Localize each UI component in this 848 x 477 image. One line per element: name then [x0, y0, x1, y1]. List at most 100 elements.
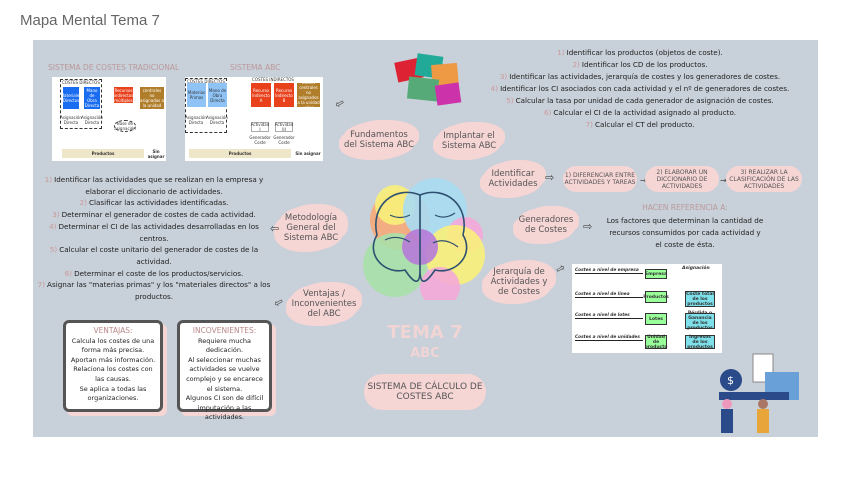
disadvantages-heading: INCOVENIENTES: — [192, 326, 257, 335]
level-label: Costes a nivel de línea — [575, 292, 643, 298]
topic-subtitle: ABC — [410, 346, 440, 361]
cloud-generadores[interactable]: Generadores de Costes — [517, 208, 575, 242]
label: Asignación Directa — [206, 115, 228, 125]
accountant-illustration: $ — [719, 353, 799, 433]
products-bar: Productos — [189, 149, 291, 158]
label: Asignación Directa — [81, 115, 103, 125]
box: Ingresos de los productos — [685, 335, 715, 350]
traditional-diagram: COSTES DIRECTOS Materiales Directos Mano… — [52, 77, 166, 161]
step-item: 3)Determinar el generador de costes de c… — [34, 209, 274, 221]
label: Asignación Directa — [60, 115, 82, 125]
abc-diagram: COSTES DIRECTOS COSTES INDIRECTOS Materi… — [185, 77, 323, 161]
step-text: Determinar el CI de las actividades desa… — [58, 221, 259, 243]
box: Coste total de los productos — [685, 291, 715, 307]
box: Recursos indirectos múltiples — [113, 87, 134, 103]
direct-costs-group: COSTES DIRECTOS — [60, 79, 102, 129]
step-number: 2) — [572, 60, 580, 69]
box: Materias Primas — [187, 83, 206, 107]
box: Mano de Obra Directa — [208, 83, 227, 107]
step-item: 1)Identificar los productos (objetos de … — [470, 47, 810, 59]
disadvantages-card: INCOVENIENTES: Requiere mucha dedicación… — [177, 320, 272, 421]
box: Costes centrales no asignados a la unida… — [297, 80, 320, 110]
arrow-icon: ⇨ — [583, 220, 593, 233]
cloud-fundamentos[interactable]: Fundamentos del Sistema ABC — [343, 122, 415, 158]
cloud-identificar-actividades[interactable]: Identificar Actividades — [484, 162, 542, 196]
disadvantage-item: Al seleccionar muchas actividades se vue… — [186, 355, 263, 393]
step-text: Determinar el coste de los productos/ser… — [74, 268, 244, 278]
label: Base de asignación — [114, 120, 136, 132]
step-item: 5)Calcular el coste unitario del generad… — [34, 244, 274, 267]
step-number: 5) — [49, 245, 58, 255]
step-number: 5) — [506, 96, 514, 105]
abc-steps-list: 1)Identificar los productos (objetos de … — [470, 47, 810, 131]
label: Asignación Directa — [185, 115, 207, 125]
reference-heading: HACEN REFERENCIA A: — [642, 203, 728, 212]
step-number: 7) — [37, 280, 46, 290]
step-text: Determinar el generador de costes de cad… — [61, 210, 256, 220]
step-text: Identificar los productos (objetos de co… — [566, 48, 723, 57]
level-label: Costes a nivel de unidades — [575, 335, 643, 341]
advantage-item: Se aplica a todas las organizaciones. — [79, 384, 147, 403]
disadvantage-item: Algunos CI son de difícil imputación a l… — [185, 394, 264, 422]
step-item: 7)Asignar las "materias primas" y los "m… — [34, 279, 274, 302]
svg-text:$: $ — [727, 374, 734, 387]
box: Unidad de producto — [644, 334, 668, 350]
step-number: 6) — [64, 268, 73, 278]
step-number: 3) — [499, 72, 508, 81]
box: Materiales Directos — [61, 87, 81, 109]
step-item: 5)Calcular la tasa por unidad de cada ge… — [470, 95, 810, 107]
step-text: Identificar los CI asociados con cada ac… — [500, 84, 790, 93]
traditional-label: SISTEMA DE COSTES TRADICIONAL — [48, 63, 180, 72]
step-text: Calcular el CT del producto. — [594, 120, 695, 129]
box: Productos — [643, 291, 669, 303]
advantages-heading: VENTAJAS: — [93, 326, 133, 335]
step-text: Calcular la tasa por unidad de cada gene… — [515, 96, 774, 105]
reference-text: Los factores que determinan la cantidad … — [606, 216, 764, 249]
box: Recurso Indirecto B — [274, 83, 294, 107]
label: Generador Coste — [273, 135, 295, 145]
step-text: Identificar las actividades que se reali… — [54, 175, 264, 196]
cloud-ventajas-inconvenientes[interactable]: Ventajas / Inconvenientes del ABC — [290, 284, 358, 324]
step-number: 6) — [543, 108, 552, 117]
page-title: Mapa Mental Tema 7 — [20, 12, 160, 29]
activity-step-pill: 1) Diferenciar entre actividades y tarea… — [563, 166, 637, 192]
box: Lotes — [645, 313, 667, 325]
step-item: 4)Identificar los CI asociados con cada … — [470, 83, 810, 95]
step-number: 2) — [79, 198, 88, 208]
arrow-icon: ⇨ — [545, 171, 555, 184]
label: Sin asignar — [295, 151, 321, 156]
activity-box: Actividad I — [250, 122, 270, 132]
step-text: Calcular el coste unitario del generador… — [59, 245, 259, 266]
system-pill: SISTEMA DE CÁLCULO DE COSTES ABC — [364, 374, 486, 410]
step-text: Identificar los CD de los productos. — [581, 60, 708, 69]
advantage-item: Calcula los costes de una forma más prec… — [71, 336, 155, 355]
arrow-icon: → — [640, 176, 647, 185]
step-text: Calcular el CI de la actividad asignado … — [553, 108, 737, 117]
step-item: 3)Identificar las actividades, jerarquía… — [470, 71, 810, 83]
arrow-icon: → — [720, 176, 727, 185]
cloud-jerarquia[interactable]: Jerarquía de Actividades y de Costes — [486, 262, 552, 302]
box: Empresa — [645, 269, 667, 279]
advantages-card: VENTAJAS: Calcula los costes de una form… — [63, 320, 163, 412]
methodology-steps-list: 1)Identificar las actividades que se rea… — [34, 174, 274, 303]
label: Generador Coste — [249, 135, 271, 145]
box: Mano de Obra Directa — [84, 87, 100, 109]
step-item: 1)Identificar las actividades que se rea… — [34, 174, 274, 197]
arrow-icon: ⇦ — [270, 222, 280, 235]
products-bar: Productos — [62, 149, 144, 158]
step-item: 2)Identificar los CD de los productos. — [470, 59, 810, 71]
level-label: Costes a nivel de lotes — [575, 313, 643, 319]
box: Pérdida o Ganancia de los productos — [685, 311, 715, 331]
box: Recurso Indirecto A — [251, 83, 271, 107]
step-item: 6)Determinar el coste de los productos/s… — [34, 268, 274, 280]
step-item: 4)Determinar el CI de las actividades de… — [34, 221, 274, 244]
cloud-metodologia[interactable]: Metodología General del Sistema ABC — [278, 206, 344, 250]
activity-step-pill: 2) Elaborar un diccionario de actividade… — [645, 166, 719, 192]
books-illustration — [388, 52, 470, 107]
cloud-implantar[interactable]: Implantar el Sistema ABC — [437, 124, 501, 158]
step-item: 2)Clasificar las actividades identificad… — [34, 197, 274, 209]
abc-label: SISTEMA ABC — [230, 63, 281, 72]
brain-illustration — [363, 178, 485, 300]
assign-label: Asignación — [682, 266, 710, 271]
step-number: 1) — [557, 48, 565, 57]
